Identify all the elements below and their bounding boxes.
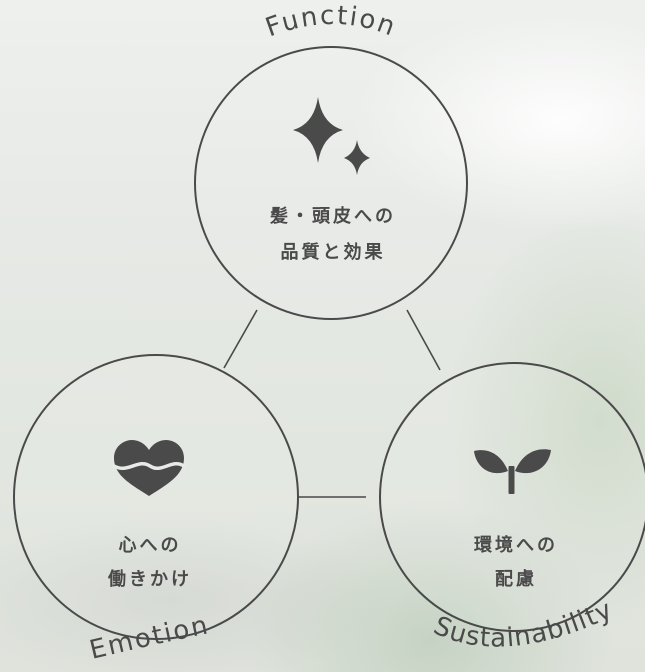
emotion-line-2: 働きかけ <box>107 568 192 590</box>
sustainability-line-1: 環境への <box>474 534 558 556</box>
emotion-node: 心への 働きかけ <box>13 354 299 640</box>
function-line-2: 品質と効果 <box>281 241 386 263</box>
connector-function-emotion <box>223 309 258 369</box>
function-label: Function <box>262 1 401 44</box>
heart-icon <box>112 440 186 496</box>
sustainability-node: 環境への 配慮 <box>379 362 645 632</box>
function-line-1: 髪・頭皮への <box>269 205 396 227</box>
sparkle-icon <box>293 97 370 175</box>
sustainability-line-2: 配慮 <box>495 568 537 590</box>
function-node: 髪・頭皮への 品質と効果 <box>194 46 468 320</box>
emotion-line-1: 心への <box>119 535 182 556</box>
sprout-icon <box>474 449 551 494</box>
connector-function-sustainability <box>406 309 441 371</box>
